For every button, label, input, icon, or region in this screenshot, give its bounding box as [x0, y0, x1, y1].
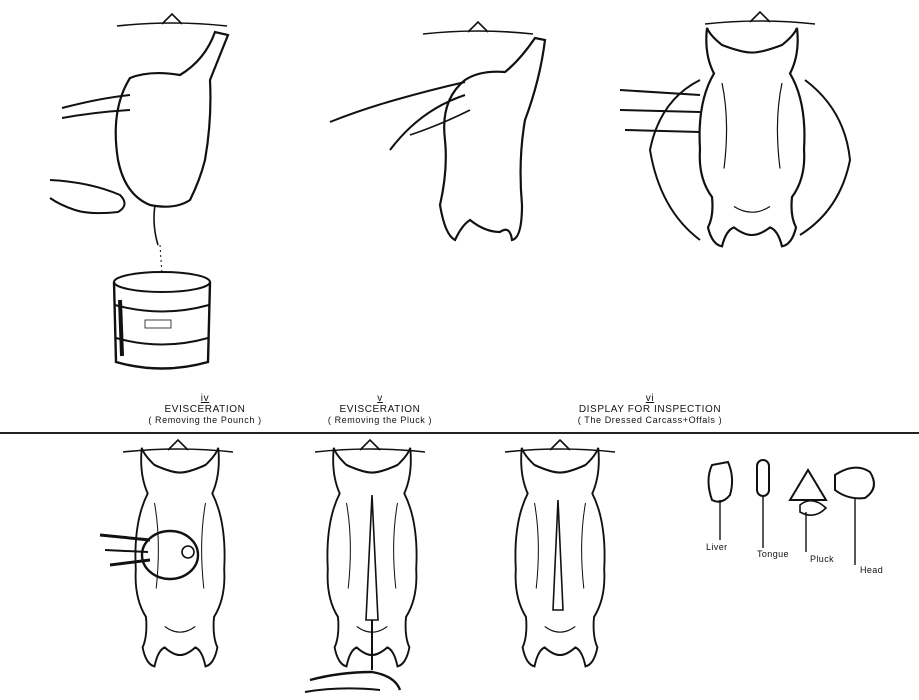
- organ-label-tongue: Tongue: [757, 549, 789, 559]
- step-numeral: v: [295, 393, 465, 404]
- pluck-drawing: [790, 470, 826, 500]
- organ-label-liver: Liver: [706, 542, 728, 552]
- section-divider: [0, 432, 919, 434]
- organ-label-head: Head: [860, 565, 883, 575]
- step-numeral: vi: [515, 393, 785, 404]
- tongue-drawing: [757, 460, 769, 496]
- caption-step-v: v EVISCERATION ( Removing the Pluck ): [295, 393, 465, 426]
- step-title: EVISCERATION: [130, 404, 280, 415]
- caption-step-vi: vi DISPLAY FOR INSPECTION ( The Dressed …: [515, 393, 785, 426]
- panel-removing-pluck: [305, 440, 425, 692]
- caption-step-iv: iv EVISCERATION ( Removing the Pounch ): [130, 393, 280, 426]
- step-title: DISPLAY FOR INSPECTION: [515, 404, 785, 415]
- panel-skinning: [330, 22, 545, 240]
- step-subtitle: ( Removing the Pounch ): [130, 415, 280, 426]
- liver-drawing: [709, 462, 733, 502]
- head-drawing: [835, 468, 874, 499]
- organ-label-pluck: Pluck: [810, 554, 834, 564]
- offals-group: [709, 460, 875, 565]
- panel-opening: [620, 12, 850, 246]
- panel-display: [505, 440, 615, 666]
- step-title: EVISCERATION: [295, 404, 465, 415]
- step-subtitle: ( The Dressed Carcass+Offals ): [515, 415, 785, 426]
- step-numeral: iv: [130, 393, 280, 404]
- step-subtitle: ( Removing the Pluck ): [295, 415, 465, 426]
- panel-bleeding: [50, 14, 228, 369]
- panel-removing-pounch: [100, 440, 233, 666]
- blood-drum: [114, 272, 210, 369]
